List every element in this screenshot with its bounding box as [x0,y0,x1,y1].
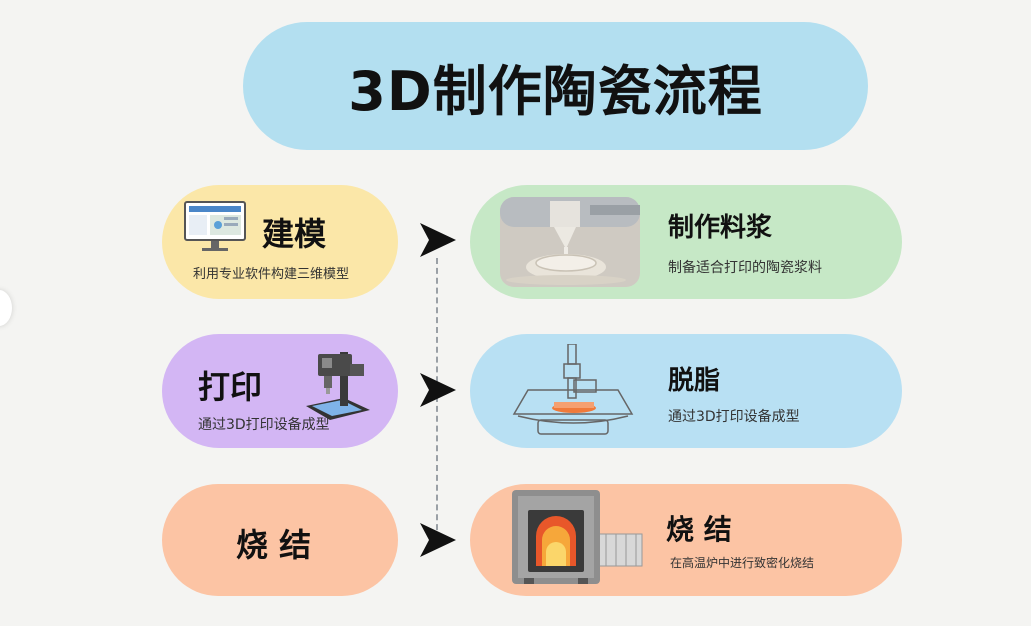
step-name: 烧 结 [236,526,312,564]
step-desc: 通过3D打印设备成型 [668,409,800,425]
step-debinding: 脱脂 通过3D打印设备成型 [470,334,902,448]
step-sintering-left: 烧 结 [162,484,398,596]
step-modeling: 建模 利用专业软件构建三维模型 [162,185,398,299]
monitor-icon [184,201,246,251]
step-desc: 通过3D打印设备成型 [198,417,330,433]
page-title: 3D制作陶瓷流程 [348,59,763,123]
3d-printer-icon [306,352,370,420]
step-desc: 制备适合打印的陶瓷浆料 [668,260,822,276]
flow-connector-line [436,258,438,540]
arrow-right-icon [420,373,456,407]
arrow-right-icon [420,523,456,557]
arrow-right-icon [420,223,456,257]
step-slurry: 制作料浆 制备适合打印的陶瓷浆料 [470,185,902,299]
step-name: 烧 结 [666,513,732,546]
step-name: 制作料浆 [668,213,773,243]
step-desc: 在高温炉中进行致密化烧结 [670,556,815,570]
step-sintering-right: 烧 结 在高温炉中进行致密化烧结 [470,484,902,596]
step-name: 打印 [198,368,263,406]
step-desc: 利用专业软件构建三维模型 [193,267,350,282]
title-banner: 3D制作陶瓷流程 [243,22,868,150]
kiln-icon [512,490,643,584]
step-name: 脱脂 [668,366,721,396]
step-name: 建模 [262,215,327,253]
step-printing: 打印 通过3D打印设备成型 [162,334,398,448]
edge-handle [0,290,12,326]
debinding-machine-icon [512,344,634,435]
slurry-nozzle-icon [500,197,640,287]
